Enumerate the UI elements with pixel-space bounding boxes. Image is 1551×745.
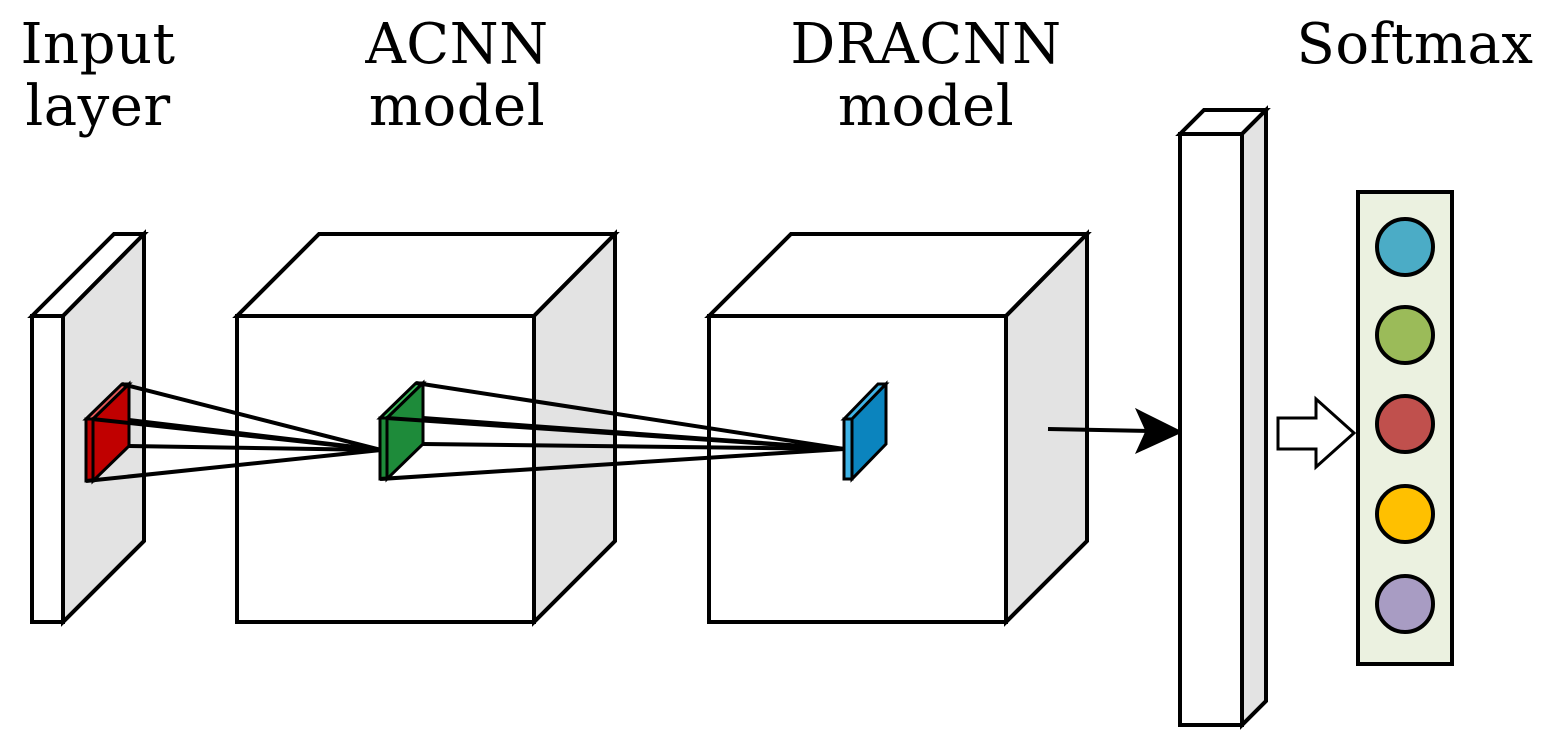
input-layer-label: Input layer (20, 12, 176, 139)
fc-column-front (1178, 132, 1244, 727)
softmax-node (1375, 574, 1435, 634)
flow-arrow-head (1134, 407, 1184, 455)
projection-line (385, 416, 845, 451)
projection-lines-input-to-acnn (85, 382, 382, 483)
projection-line (121, 382, 382, 452)
dracnn-cube (704, 229, 1092, 627)
softmax-node (1375, 484, 1435, 544)
projection-line (415, 381, 845, 451)
projection-line (91, 417, 382, 452)
dracnn-kernel-front (842, 417, 854, 481)
softmax-node (1375, 394, 1435, 454)
projection-line (379, 447, 845, 481)
fully-connected-column (1175, 105, 1271, 730)
dracnn-kernel (840, 380, 890, 483)
projection-lines-acnn-to-dracnn (379, 381, 845, 481)
softmax-nodes (1375, 217, 1435, 634)
input-slab-front (30, 314, 65, 624)
projection-line (422, 442, 845, 451)
solid-arrow-right-icon (1047, 407, 1184, 455)
acnn-model-label: ACNN model (365, 12, 549, 139)
input-kernel (82, 380, 133, 485)
input-kernel-front (84, 417, 95, 483)
flow-arrow-shaft (1047, 427, 1151, 433)
hollow-arrow-right-icon (1276, 395, 1357, 471)
softmax-node (1375, 217, 1435, 277)
projection-line (128, 444, 382, 452)
fc-column-side (1240, 105, 1268, 730)
softmax-node (1375, 305, 1435, 365)
dracnn-model-label: DRACNN model (790, 12, 1062, 139)
projection-line (85, 448, 382, 483)
softmax-label: Softmax (1296, 12, 1534, 77)
